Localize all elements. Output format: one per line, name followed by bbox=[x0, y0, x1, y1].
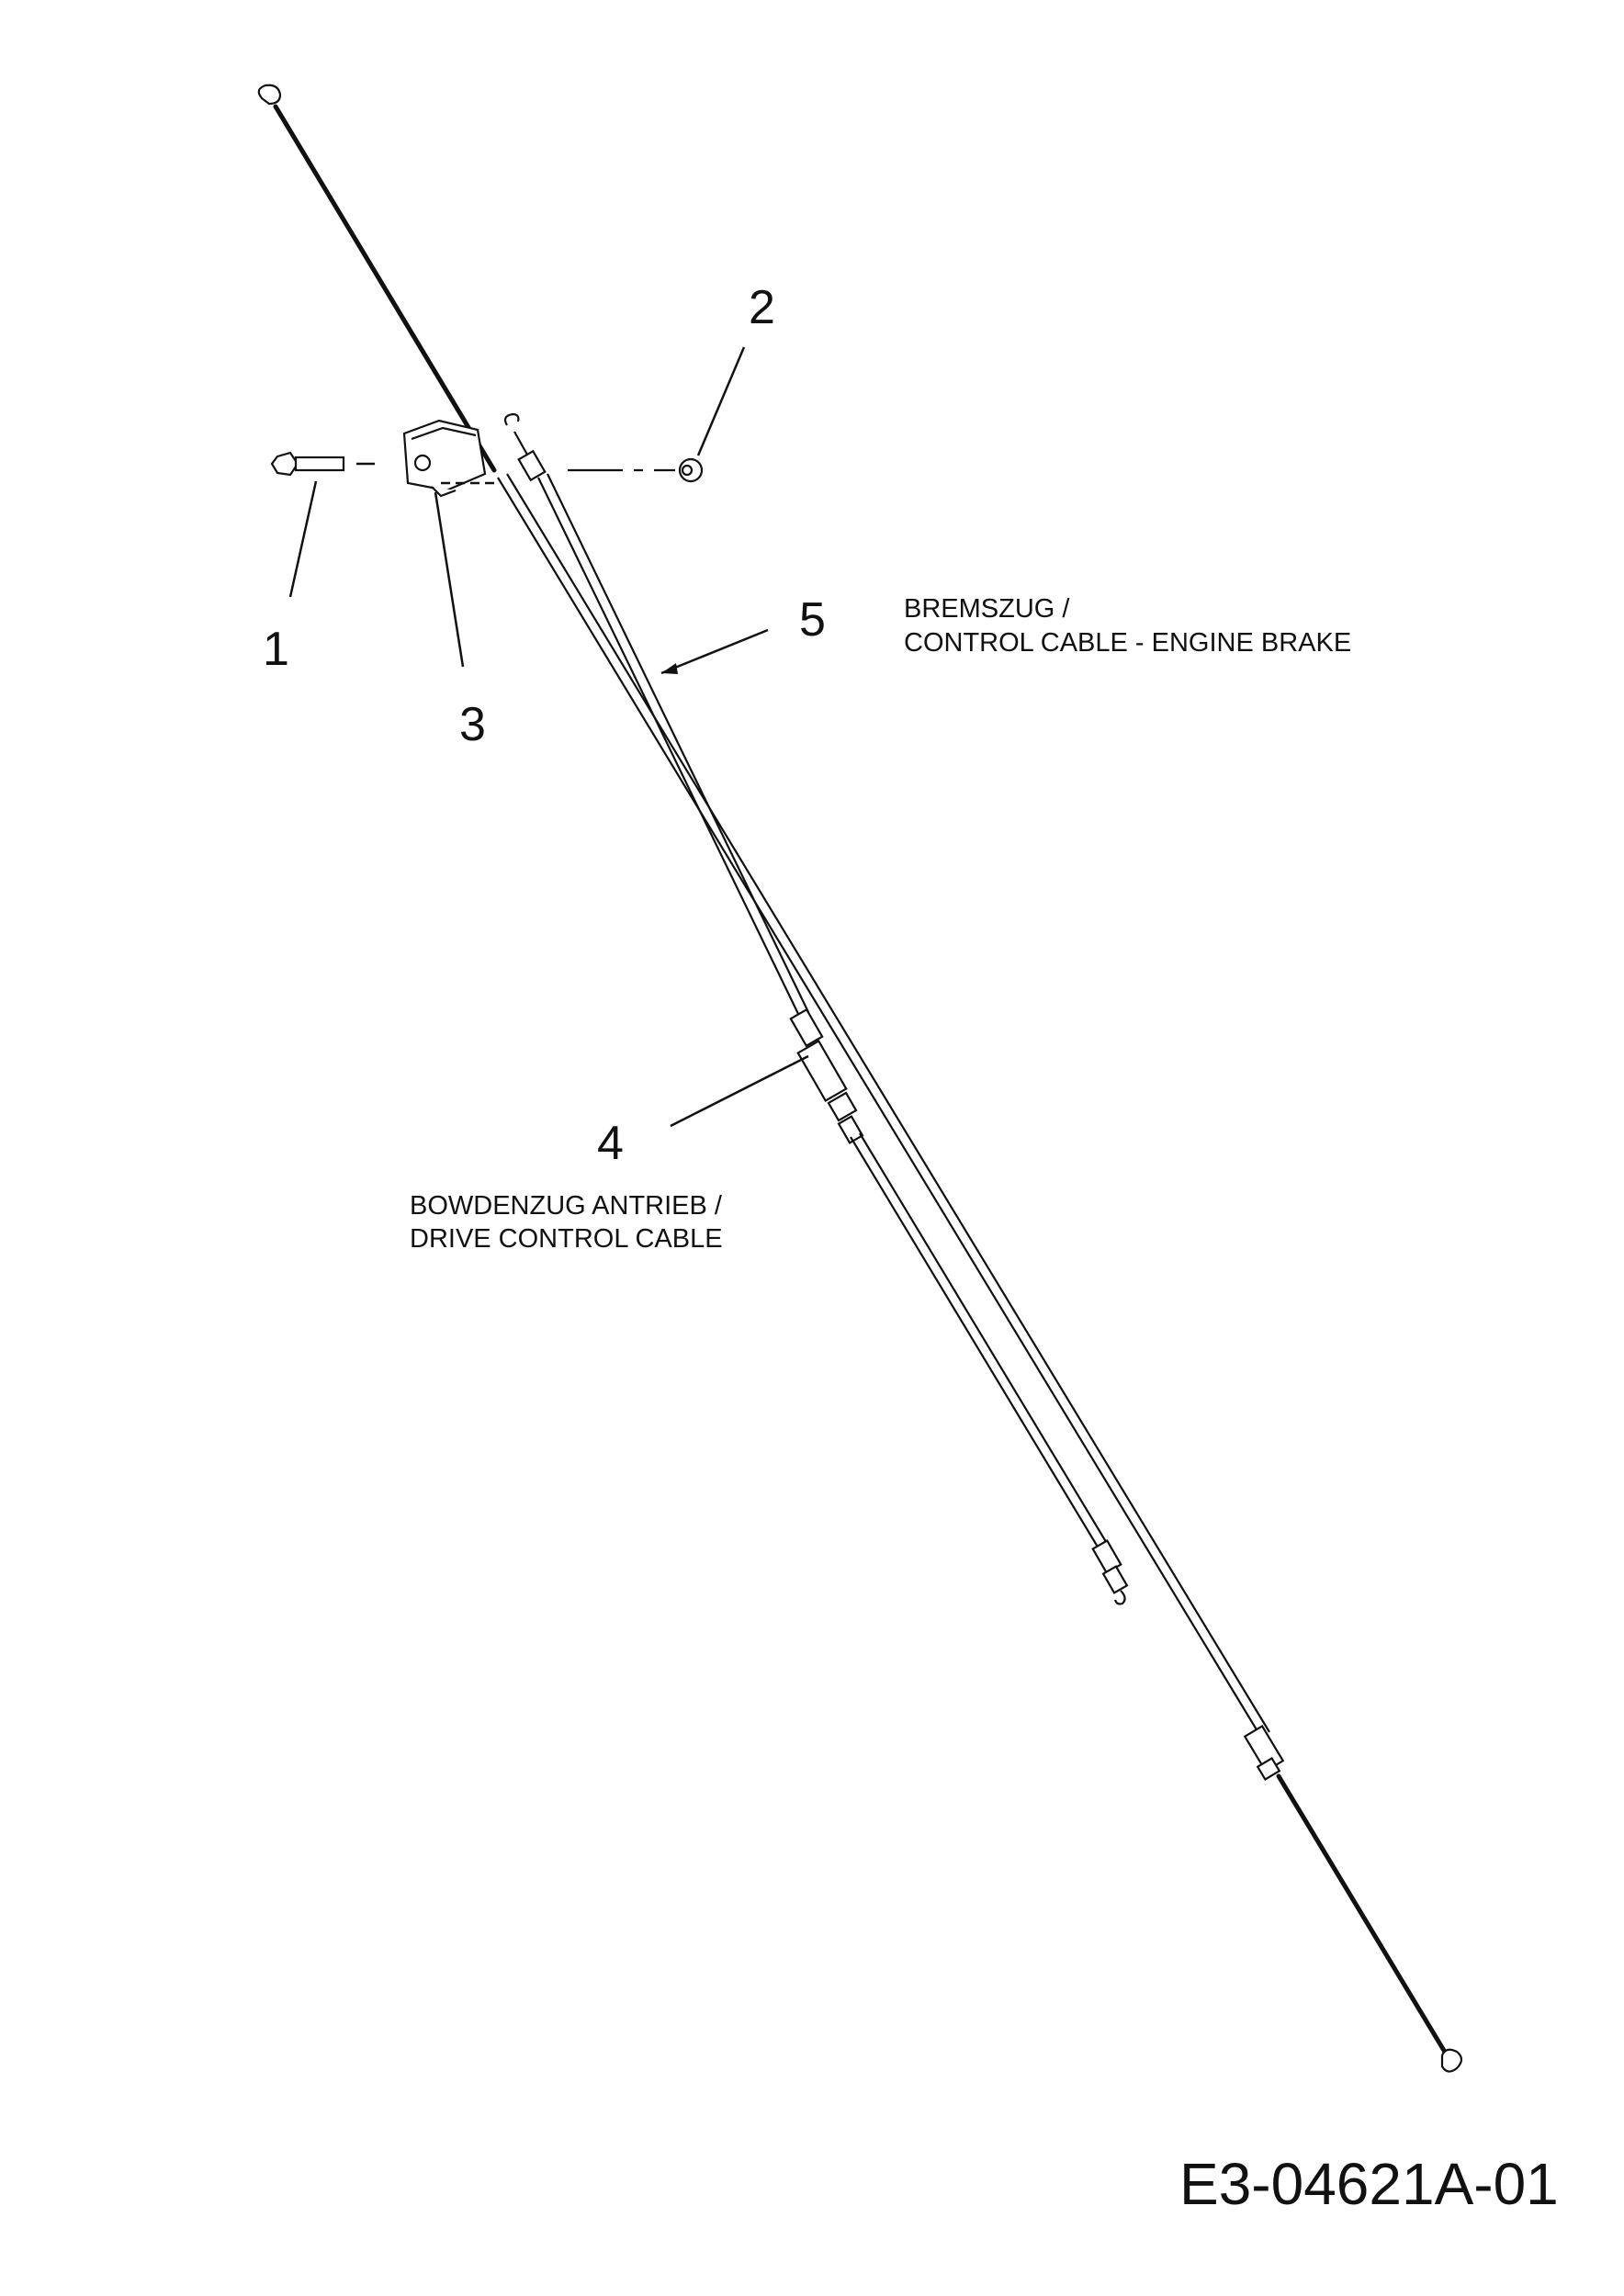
cable-wire-top bbox=[273, 104, 497, 473]
cable-4-top-fitting bbox=[517, 449, 547, 482]
part-2-nut bbox=[678, 457, 704, 483]
cable-4-bottom-hook bbox=[1113, 1590, 1126, 1605]
leader-1 bbox=[288, 480, 318, 598]
cable-4-adjuster bbox=[789, 1007, 864, 1144]
cable-end-eyelet-bottom bbox=[1440, 2048, 1463, 2073]
leader-5-arrow bbox=[661, 663, 678, 674]
leader-5 bbox=[660, 628, 769, 675]
callout-3: 3 bbox=[459, 698, 486, 751]
cable-5-brake bbox=[257, 84, 1463, 2073]
cable-4-top-hook bbox=[503, 412, 520, 426]
part-3-clamp bbox=[402, 419, 496, 498]
cable-end-eyelet-top bbox=[257, 84, 282, 106]
cable-4-drive bbox=[503, 412, 1129, 1605]
caption-cable-5-line1: BREMSZUG / bbox=[904, 594, 1070, 624]
caption-cable-5-line2: CONTROL CABLE - ENGINE BRAKE bbox=[904, 628, 1351, 658]
callout-2: 2 bbox=[749, 281, 775, 334]
caption-cable-4-line1: BOWDENZUG ANTRIEB / bbox=[410, 1191, 723, 1221]
caption-cable-4-line2: DRIVE CONTROL CABLE bbox=[410, 1224, 723, 1254]
leader-4 bbox=[670, 1054, 809, 1128]
callout-5: 5 bbox=[799, 593, 826, 647]
cable-5-housing-left bbox=[497, 477, 1261, 1737]
cable-5-housing-right bbox=[506, 473, 1270, 1733]
part-1-bolt bbox=[270, 451, 375, 477]
callout-1: 1 bbox=[263, 623, 289, 676]
leader-2 bbox=[696, 346, 746, 456]
drawing-code: E3-04621A-01 bbox=[1179, 2151, 1559, 2217]
cable-5-lower-fitting bbox=[1243, 1724, 1285, 1782]
cable-4-lower-fitting bbox=[1091, 1539, 1129, 1605]
callout-4: 4 bbox=[597, 1117, 624, 1170]
cable-4-housing-upper-left bbox=[537, 477, 800, 1017]
cable-wire-bottom bbox=[1276, 1773, 1449, 2056]
leader-3 bbox=[434, 491, 465, 668]
cable-4-housing-lower-left bbox=[850, 1136, 1100, 1549]
